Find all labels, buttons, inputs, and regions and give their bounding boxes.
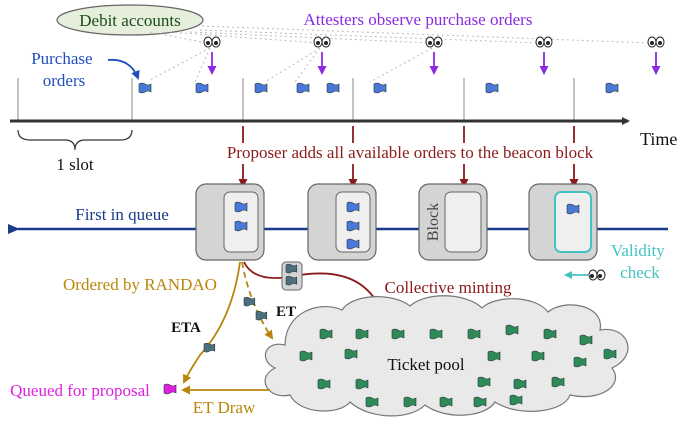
ticket-flag-icon xyxy=(509,394,523,406)
eyes-icon xyxy=(535,36,553,48)
debit-accounts-label: Debit accounts xyxy=(79,11,181,30)
ticket-flag-icon xyxy=(579,334,593,346)
purchase-orders-label: Purchase orders xyxy=(31,49,97,90)
ticket-flag-icon xyxy=(355,378,369,390)
ticket-flag-icon xyxy=(299,350,313,362)
attester-eyes xyxy=(203,36,665,75)
ticket-flag-icon xyxy=(473,396,487,408)
eyes-icon xyxy=(425,36,443,48)
ticket-flag-icon xyxy=(403,396,417,408)
ticket-flag-icon xyxy=(355,328,369,340)
purchase-orders-arrow xyxy=(107,58,140,80)
ticket-flag-icon xyxy=(319,328,333,340)
ticket-flag-icon xyxy=(487,350,501,362)
time-label: Time xyxy=(640,129,677,149)
ticket-flag-icon xyxy=(255,310,268,321)
slot-ticks xyxy=(17,78,575,120)
slot-brace xyxy=(17,129,133,151)
eyes-icon xyxy=(313,36,331,48)
proposer-arrows xyxy=(238,126,579,188)
ticket-flag-icon xyxy=(467,328,481,340)
eta-path xyxy=(183,261,241,384)
proposer-label: Proposer adds all available orders to th… xyxy=(227,143,594,162)
ticket-flag-icon xyxy=(531,350,545,362)
et-label: ET xyxy=(276,304,296,320)
ticket-flag-icon xyxy=(317,378,331,390)
ticket-pool-tickets xyxy=(299,324,617,408)
order-flag-icon xyxy=(296,82,310,94)
queued-ticket-flag-icon xyxy=(163,383,177,395)
order-flag-icon xyxy=(195,82,209,94)
order-flag-icon xyxy=(485,82,499,94)
ticket-flag-icon xyxy=(505,324,519,336)
debit-accounts-group: Debit accounts xyxy=(56,4,204,36)
ticket-flag-icon xyxy=(285,263,298,274)
eta-label: ETA xyxy=(171,320,201,336)
ticket-flag-icon xyxy=(344,348,358,360)
ticket-flag-icon xyxy=(477,376,491,388)
order-flags xyxy=(138,82,619,94)
order-flag-icon xyxy=(346,238,360,250)
collective-minting-label: Collective minting xyxy=(384,278,512,297)
ticket-flag-icon xyxy=(285,275,298,286)
ticket-flag-icon xyxy=(391,328,405,340)
ticket-flag-icon xyxy=(365,396,379,408)
attester-gaze-lines xyxy=(149,25,651,83)
ticket-flag-icon xyxy=(543,328,557,340)
order-flag-icon xyxy=(254,82,268,94)
eyes-icon xyxy=(647,36,665,48)
ticket-pool-label: Ticket pool xyxy=(387,355,465,374)
eyes-icon xyxy=(588,269,606,281)
ticket-flag-icon xyxy=(513,378,527,390)
beacon-block-1 xyxy=(195,183,265,261)
order-flag-icon xyxy=(605,82,619,94)
ticket-flag-icon xyxy=(603,348,617,360)
order-flag-icon xyxy=(234,201,248,213)
order-flag-icon xyxy=(138,82,152,94)
first-in-queue-label: First in queue xyxy=(75,205,169,224)
order-flag-icon xyxy=(346,220,360,232)
ticket-flag-icon xyxy=(203,342,216,353)
attesters-label: Attesters observe purchase orders xyxy=(304,10,533,29)
order-flag-icon xyxy=(326,82,340,94)
one-slot-label: 1 slot xyxy=(56,155,94,174)
eyes-icon xyxy=(203,36,221,48)
validity-check-label: Validity check xyxy=(611,241,669,282)
ticket-flag-icon xyxy=(429,328,443,340)
ticket-flag-icon xyxy=(243,296,256,307)
eta-tickets xyxy=(163,263,298,395)
order-flag-icon xyxy=(373,82,387,94)
ticket-flag-icon xyxy=(439,396,453,408)
queued-for-proposal-label: Queued for proposal xyxy=(10,381,150,400)
ticket-flag-icon xyxy=(551,376,565,388)
et-draw-label: ET Draw xyxy=(193,398,256,417)
block-order-flags xyxy=(234,201,580,250)
ticket-flag-icon xyxy=(573,356,587,368)
block-label: Block xyxy=(425,203,442,241)
beacon-block-3: Block xyxy=(418,183,488,261)
order-flag-icon xyxy=(566,203,580,215)
beacon-block-4 xyxy=(528,183,598,261)
attester-arrows xyxy=(207,52,661,75)
ordered-by-randao-label: Ordered by RANDAO xyxy=(63,275,217,294)
beacon-block-2 xyxy=(307,183,377,261)
order-flag-icon xyxy=(234,220,248,232)
order-flag-icon xyxy=(346,201,360,213)
